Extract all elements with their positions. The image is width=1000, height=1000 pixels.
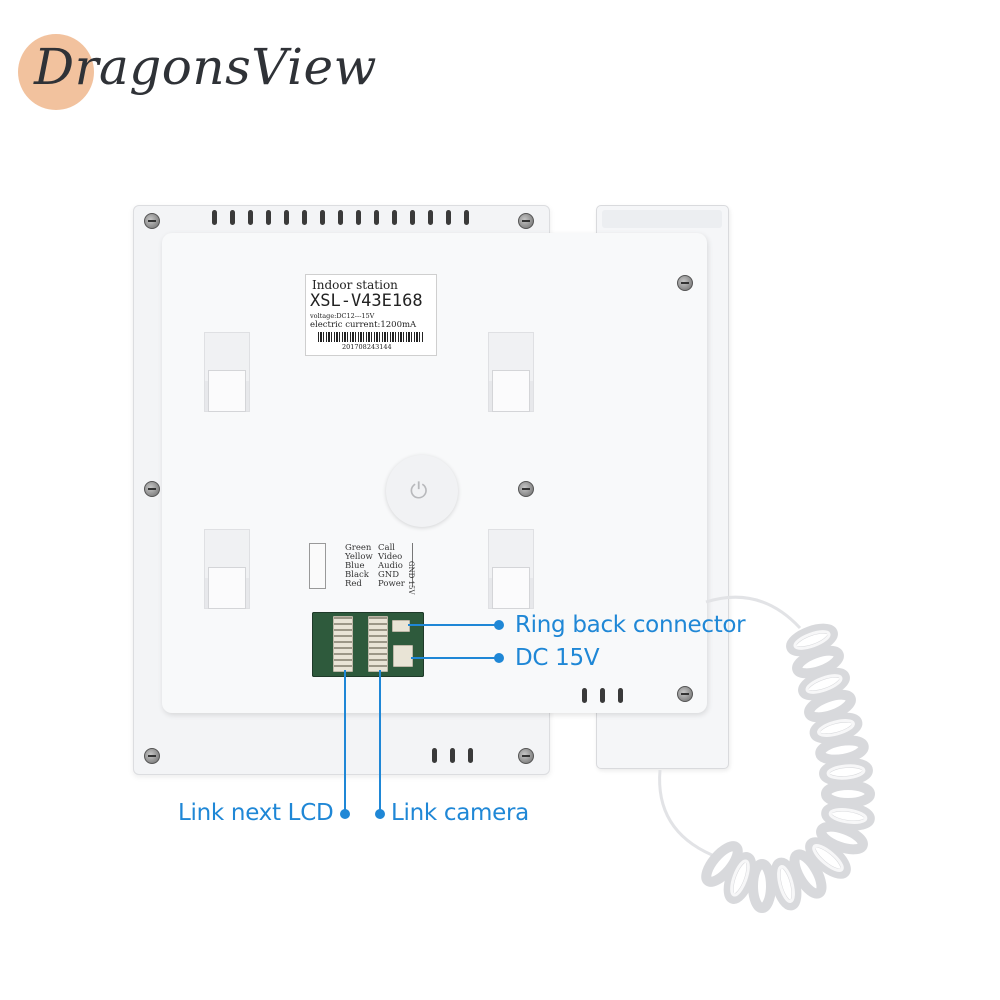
vent-slot xyxy=(320,210,325,225)
legend-signal: Audio xyxy=(378,561,403,571)
screw-icon xyxy=(144,481,160,497)
vent-slot xyxy=(428,210,433,225)
vent-slot xyxy=(450,748,455,763)
screw-icon xyxy=(677,686,693,702)
mount-slot xyxy=(492,370,530,412)
vent-slot xyxy=(582,688,587,703)
legend-row: Green Call xyxy=(345,543,395,553)
screw-icon xyxy=(518,481,534,497)
connector-link-camera xyxy=(368,616,388,672)
mount-slot xyxy=(492,567,530,609)
callout-line xyxy=(411,657,498,659)
power-knob-icon: ⏻ xyxy=(410,478,428,503)
callout-line xyxy=(408,624,498,626)
connector-ring-back xyxy=(392,620,410,632)
brand-logo: DragonsView xyxy=(34,38,377,96)
vent-slot xyxy=(600,688,605,703)
vent-slot xyxy=(284,210,289,225)
legend-terminal xyxy=(309,543,326,589)
vent-slot xyxy=(248,210,253,225)
screw-icon xyxy=(518,748,534,764)
vent-slot xyxy=(230,210,235,225)
callout-dot xyxy=(375,809,385,819)
callout-dc: DC 15V xyxy=(515,645,600,671)
connector-dc xyxy=(393,645,413,667)
legend-row: Red Power xyxy=(345,579,405,589)
callout-line xyxy=(379,670,381,812)
mount-slot xyxy=(208,567,246,609)
legend-color: Red xyxy=(345,579,362,589)
cord-coils xyxy=(701,623,875,913)
callout-dot xyxy=(494,620,504,630)
callout-link-camera: Link camera xyxy=(391,800,529,826)
vent-slot xyxy=(432,748,437,763)
vent-slot xyxy=(266,210,271,225)
barcode xyxy=(318,332,424,342)
vent-slot xyxy=(356,210,361,225)
logo-circle xyxy=(18,34,94,110)
label-model: XSL-V43E168 xyxy=(310,291,423,311)
vent-slot xyxy=(468,748,473,763)
center-knob xyxy=(386,455,458,527)
legend-signal: GND xyxy=(378,570,400,580)
cord-wire xyxy=(705,595,802,630)
screw-icon xyxy=(518,213,534,229)
vent-slot xyxy=(410,210,415,225)
legend-signal: Video xyxy=(378,552,403,562)
legend-signal: Call xyxy=(378,543,396,553)
vent-slot xyxy=(392,210,397,225)
vent-slot xyxy=(464,210,469,225)
legend-color: Black xyxy=(345,570,369,580)
legend-color: Green xyxy=(345,543,372,553)
screw-icon xyxy=(144,748,160,764)
label-title: Indoor station xyxy=(312,278,398,292)
legend-row: Black GND xyxy=(345,570,399,580)
callout-dot xyxy=(494,653,504,663)
callout-dot xyxy=(340,809,350,819)
label-serial: 201708243144 xyxy=(342,343,392,351)
handset-top xyxy=(602,210,722,228)
legend-color: Yellow xyxy=(345,552,373,562)
mount-slot xyxy=(208,370,246,412)
legend-signal: Power xyxy=(378,579,405,589)
vent-slot xyxy=(212,210,217,225)
callout-ring-back: Ring back connector xyxy=(515,612,746,638)
legend-bracket xyxy=(412,543,425,587)
label-current: electric current:1200mA xyxy=(310,320,417,330)
product-label: Indoor station XSL-V43E168 voltage:DC12-… xyxy=(305,274,437,356)
vent-slot xyxy=(374,210,379,225)
vent-slot xyxy=(302,210,307,225)
screw-icon xyxy=(677,275,693,291)
callout-link-lcd: Link next LCD xyxy=(178,800,334,826)
wiring-legend: Green Call Yellow Video Blue Audio Black GND… xyxy=(309,539,434,595)
legend-color: Blue xyxy=(345,561,365,571)
connector-link-lcd xyxy=(333,616,353,672)
vent-slot xyxy=(618,688,623,703)
legend-row: Yellow Video xyxy=(345,552,402,562)
legend-row: Blue Audio xyxy=(345,561,403,571)
vent-slot xyxy=(338,210,343,225)
callout-line xyxy=(344,670,346,812)
label-voltage: voltage:DC12---15V xyxy=(310,312,375,320)
cord-wire xyxy=(658,769,713,857)
vent-slot xyxy=(446,210,451,225)
screw-icon xyxy=(144,213,160,229)
